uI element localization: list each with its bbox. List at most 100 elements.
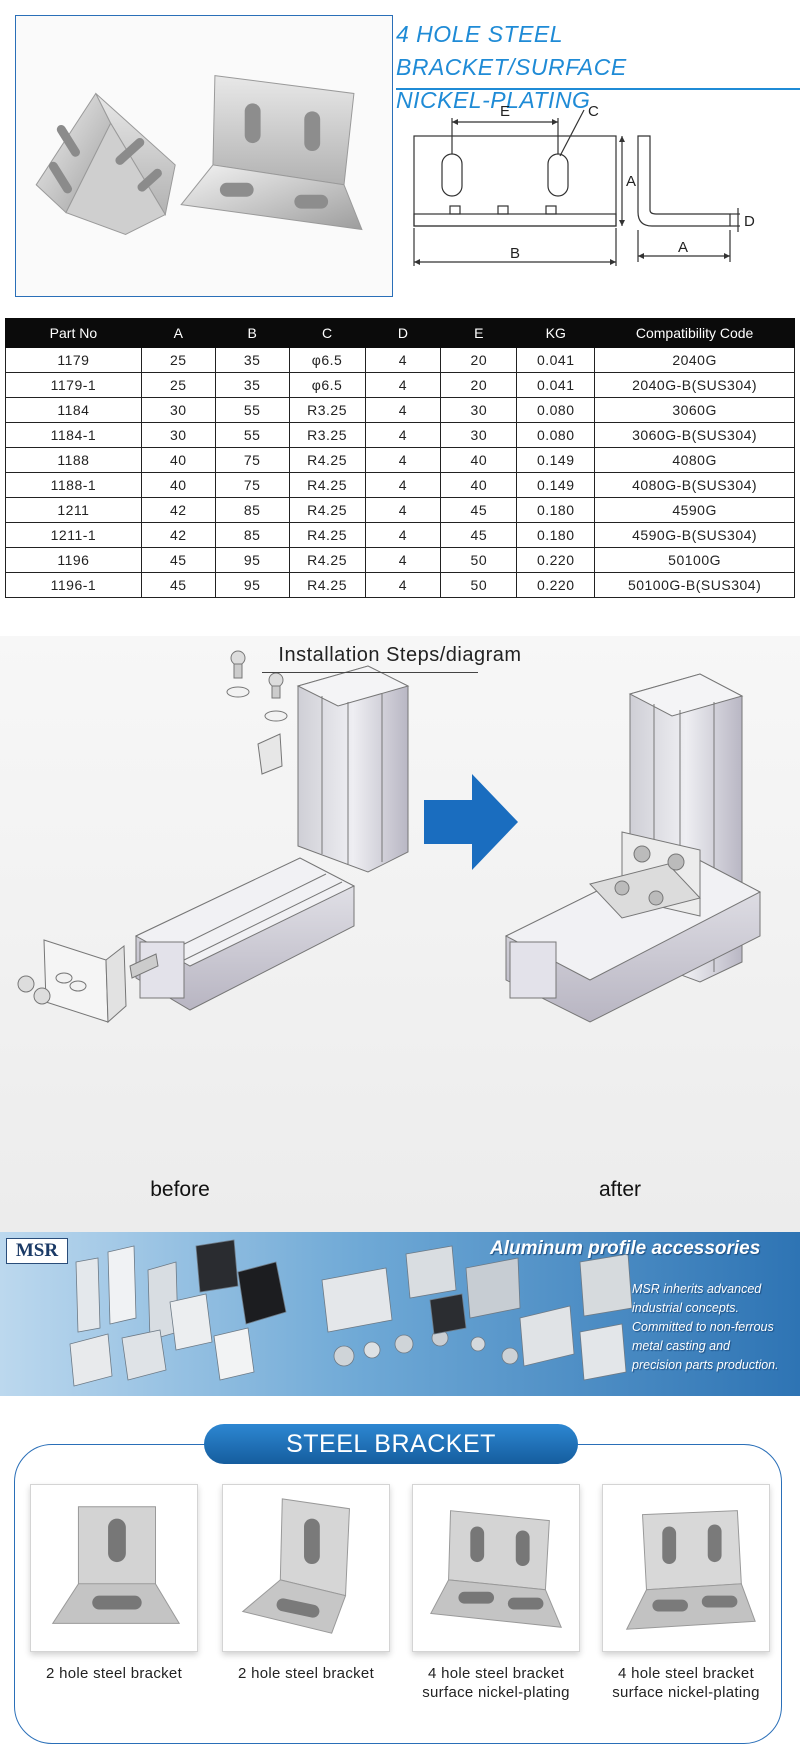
table-cell: 45 bbox=[440, 497, 518, 523]
msr-logo: MSR bbox=[6, 1238, 68, 1264]
table-cell: 4 bbox=[364, 572, 442, 598]
dim-label-c: C bbox=[588, 103, 599, 120]
product-label-3: 4 hole steel bracket surface nickel-plat… bbox=[406, 1664, 586, 1702]
product-card-4[interactable] bbox=[602, 1484, 770, 1652]
next-step-arrow-icon bbox=[424, 774, 518, 870]
table-cell: 45 bbox=[140, 547, 216, 573]
product-label-4: 4 hole steel bracket surface nickel-plat… bbox=[596, 1664, 776, 1702]
dim-label-b: B bbox=[510, 245, 520, 262]
table-cell: 4 bbox=[364, 447, 442, 473]
table-cell: φ6.5 bbox=[288, 372, 366, 398]
table-cell: R4.25 bbox=[288, 572, 366, 598]
table-cell: 4080G bbox=[594, 447, 795, 473]
column-header: A bbox=[140, 318, 216, 348]
product-title: 4 HOLE STEEL BRACKET/SURFACE NICKEL-PLAT… bbox=[396, 18, 800, 117]
table-cell: 4 bbox=[364, 472, 442, 498]
product-label-line: 2 hole steel bracket bbox=[237, 1665, 375, 1682]
table-cell: 30 bbox=[440, 397, 518, 423]
product-label-2: 2 hole steel bracket bbox=[216, 1664, 396, 1683]
table-cell: R3.25 bbox=[288, 422, 366, 448]
installation-title: Installation Steps/diagram bbox=[278, 644, 522, 666]
product-card-3[interactable] bbox=[412, 1484, 580, 1652]
after-label: after bbox=[598, 1178, 642, 1201]
column-header: Part No bbox=[5, 318, 142, 348]
dim-label-a-bottom: A bbox=[678, 239, 688, 256]
table-cell: 1196-1 bbox=[5, 572, 142, 598]
table-cell: 75 bbox=[214, 472, 290, 498]
table-cell: 4590G-B(SUS304) bbox=[594, 522, 795, 548]
product-photo bbox=[15, 15, 393, 297]
dim-label-e: E bbox=[500, 103, 510, 120]
technical-drawing: E C A B A D bbox=[413, 103, 755, 266]
table-cell: R4.25 bbox=[288, 522, 366, 548]
title-divider bbox=[396, 88, 800, 90]
banner-description: MSR inherits advanced industrial concept… bbox=[632, 1280, 800, 1375]
bracket-photo-illustration bbox=[35, 75, 363, 235]
table-cell: 1188-1 bbox=[5, 472, 142, 498]
bracket-4-hole-image bbox=[430, 1510, 562, 1628]
table-cell: 45 bbox=[140, 572, 216, 598]
table-cell: 0.080 bbox=[516, 397, 596, 423]
column-header: C bbox=[288, 318, 366, 348]
steel-bracket-heading: STEEL BRACKET bbox=[204, 1424, 578, 1464]
installation-section: Installation Steps/diagram before after bbox=[0, 636, 800, 1232]
table-cell: 0.180 bbox=[516, 522, 596, 548]
table-cell: 1184-1 bbox=[5, 422, 142, 448]
title-line-2: NICKEL-PLATING bbox=[396, 87, 591, 113]
product-card-1[interactable] bbox=[30, 1484, 198, 1652]
banner-line: metal casting and bbox=[632, 1339, 730, 1353]
table-cell: 1179 bbox=[5, 347, 142, 373]
column-header: D bbox=[364, 318, 442, 348]
table-cell: 95 bbox=[214, 572, 290, 598]
table-cell: R4.25 bbox=[288, 547, 366, 573]
table-cell: 85 bbox=[214, 522, 290, 548]
table-cell: 1184 bbox=[5, 397, 142, 423]
table-cell: 25 bbox=[140, 372, 216, 398]
table-cell: 4 bbox=[364, 397, 442, 423]
banner-heading: Aluminum profile accessories bbox=[490, 1238, 761, 1259]
table-cell: 42 bbox=[140, 497, 216, 523]
table-cell: 4 bbox=[364, 522, 442, 548]
banner-line: MSR inherits advanced bbox=[632, 1282, 762, 1296]
table-cell: 55 bbox=[214, 397, 290, 423]
table-cell: 50100G bbox=[594, 547, 795, 573]
table-cell: 0.041 bbox=[516, 347, 596, 373]
accessories-collage bbox=[69, 1239, 633, 1387]
table-cell: 95 bbox=[214, 547, 290, 573]
table-cell: 0.149 bbox=[516, 472, 596, 498]
column-header: E bbox=[440, 318, 518, 348]
table-cell: 30 bbox=[140, 422, 216, 448]
column-header: KG bbox=[516, 318, 596, 348]
table-cell: 75 bbox=[214, 447, 290, 473]
table-cell: 1196 bbox=[5, 547, 142, 573]
product-card-2[interactable] bbox=[222, 1484, 390, 1652]
table-cell: 50 bbox=[440, 547, 518, 573]
banner-line: Committed to non-ferrous bbox=[632, 1320, 774, 1334]
table-cell: R4.25 bbox=[288, 472, 366, 498]
table-cell: 3060G-B(SUS304) bbox=[594, 422, 795, 448]
accessories-banner: MSR Aluminum profile accessories MSR inh… bbox=[0, 1232, 800, 1396]
product-label-line: 4 hole steel bracket bbox=[617, 1665, 755, 1682]
banner-line: precision parts production. bbox=[632, 1358, 779, 1372]
table-cell: 45 bbox=[440, 522, 518, 548]
table-cell: 85 bbox=[214, 497, 290, 523]
table-cell: 35 bbox=[214, 372, 290, 398]
table-cell: 20 bbox=[440, 347, 518, 373]
table-cell: 25 bbox=[140, 347, 216, 373]
column-header: Compatibility Code bbox=[594, 318, 795, 348]
table-cell: 2040G-B(SUS304) bbox=[594, 372, 795, 398]
table-cell: 0.080 bbox=[516, 422, 596, 448]
product-label-line: 4 hole steel bracket bbox=[427, 1665, 565, 1682]
table-cell: 0.149 bbox=[516, 447, 596, 473]
